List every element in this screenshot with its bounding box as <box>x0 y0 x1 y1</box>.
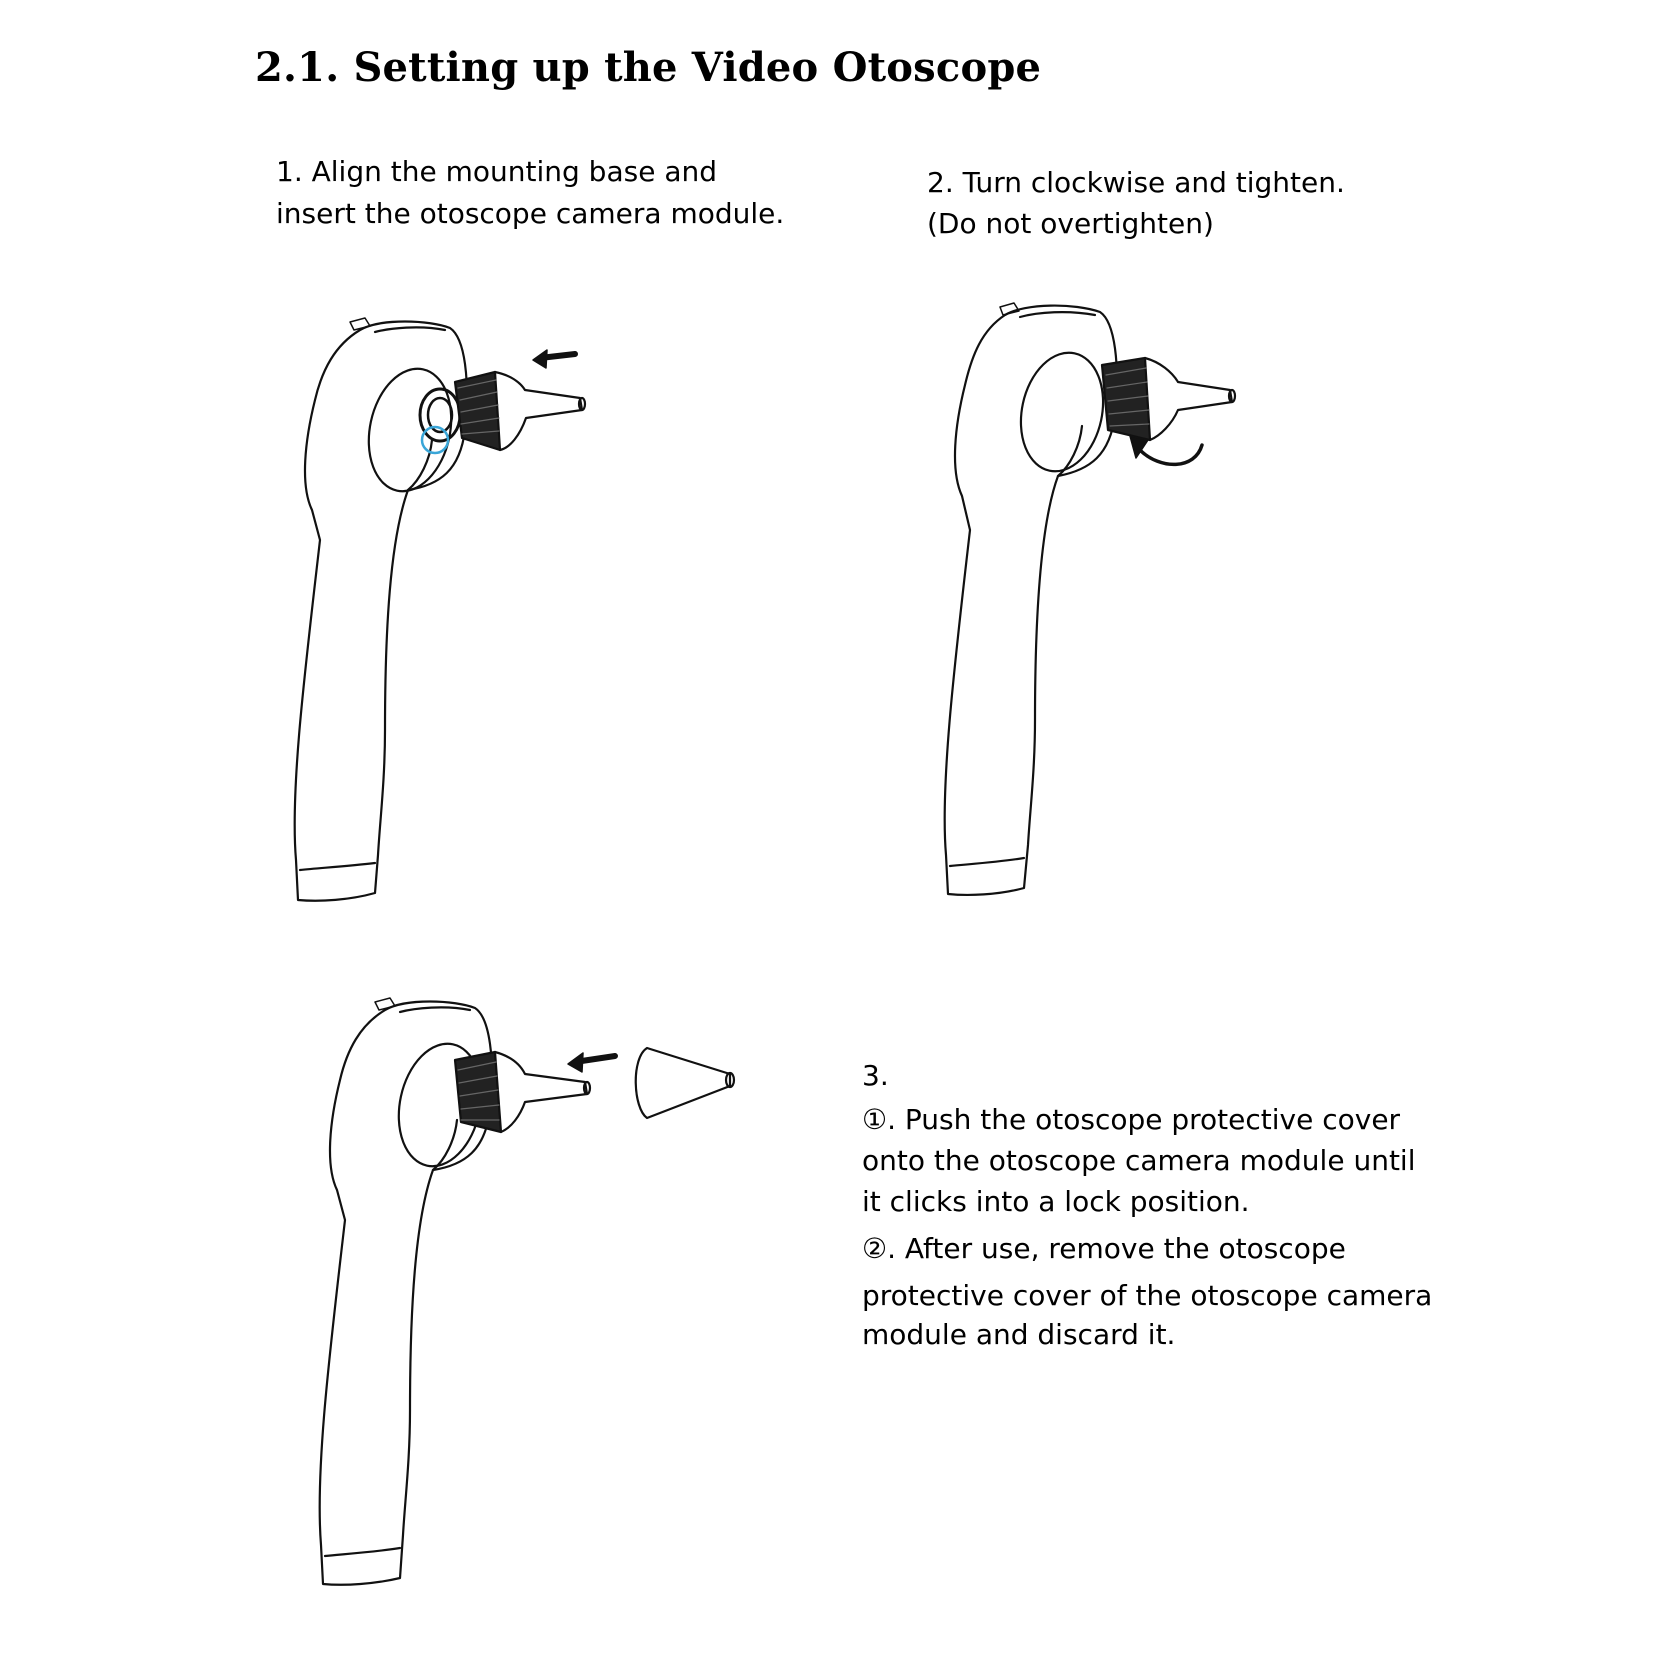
step-3-line-1: ①. Push the otoscope protective cover <box>862 1103 1401 1136</box>
camera-module-icon <box>1100 356 1237 442</box>
otoscope-turn-clockwise-illustration <box>943 302 1237 896</box>
otoscope-handle-icon <box>293 317 468 902</box>
step-3-number: 3. <box>862 1059 889 1092</box>
camera-module-icon <box>453 370 587 452</box>
insert-arrow-icon <box>532 349 578 369</box>
mounting-base-icon <box>418 387 462 455</box>
step-2-instructions: 2. Turn clockwise and tighten. (Do not o… <box>927 169 1345 238</box>
step-3-line-3: it clicks into a lock position. <box>862 1185 1250 1218</box>
page-title: 2.1. Setting up the Video Otoscope <box>255 44 1042 91</box>
step-3-line-4: ②. After use, remove the otoscope <box>862 1232 1346 1265</box>
otoscope-insert-module-illustration <box>293 317 587 902</box>
clockwise-arrow-icon <box>1129 435 1204 467</box>
step-1-instructions: 1. Align the mounting base and insert th… <box>276 158 784 228</box>
step-1-line-1: 1. Align the mounting base and <box>276 155 717 188</box>
step-3-line-5: protective cover of the otoscope camera <box>862 1279 1433 1312</box>
step-2-line-2: (Do not overtighten) <box>927 207 1214 240</box>
otoscope-attach-cover-illustration <box>318 997 736 1586</box>
attach-arrow-icon <box>567 1052 618 1073</box>
camera-module-icon <box>453 1050 592 1134</box>
step-2-line-1: 2. Turn clockwise and tighten. <box>927 166 1345 199</box>
step-3-line-2: onto the otoscope camera module until <box>862 1144 1416 1177</box>
alignment-highlight-icon <box>420 425 450 455</box>
step-3-line-6: module and discard it. <box>862 1318 1176 1351</box>
step-1-line-2: insert the otoscope camera module. <box>276 197 785 230</box>
otoscope-handle-icon <box>943 302 1118 896</box>
protective-cover-icon <box>634 1046 736 1120</box>
